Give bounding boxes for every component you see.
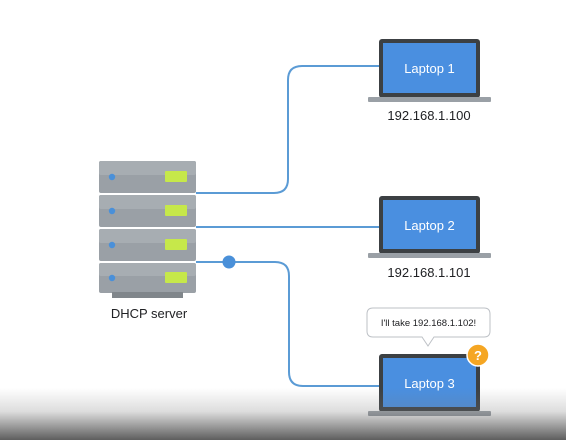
laptop-1-ip: 192.168.1.100 (387, 108, 471, 123)
question-badge-symbol: ? (474, 348, 482, 363)
connections (196, 65, 380, 387)
question-icon (466, 343, 490, 367)
server-label: DHCP server (110, 306, 188, 321)
laptop-1-label: Laptop 1 (404, 61, 455, 76)
speech-bubble: I'll take 192.168.1.102! (366, 307, 491, 347)
laptop-2-ip: 192.168.1.101 (387, 265, 471, 280)
link-server-laptop-3 (196, 261, 380, 387)
link-dot (222, 255, 236, 269)
laptop-2-icon: Laptop 2 (368, 196, 491, 258)
laptop-1-icon: Laptop 1 (368, 39, 491, 102)
link-server-laptop-1 (196, 65, 380, 194)
speech-bubble-text: I'll take 192.168.1.102! (381, 318, 476, 329)
dhcp-server-icon (99, 161, 196, 298)
laptop-2-label: Laptop 2 (404, 218, 455, 233)
laptop-3-label: Laptop 3 (404, 376, 455, 391)
question-badge: ? (466, 343, 490, 367)
